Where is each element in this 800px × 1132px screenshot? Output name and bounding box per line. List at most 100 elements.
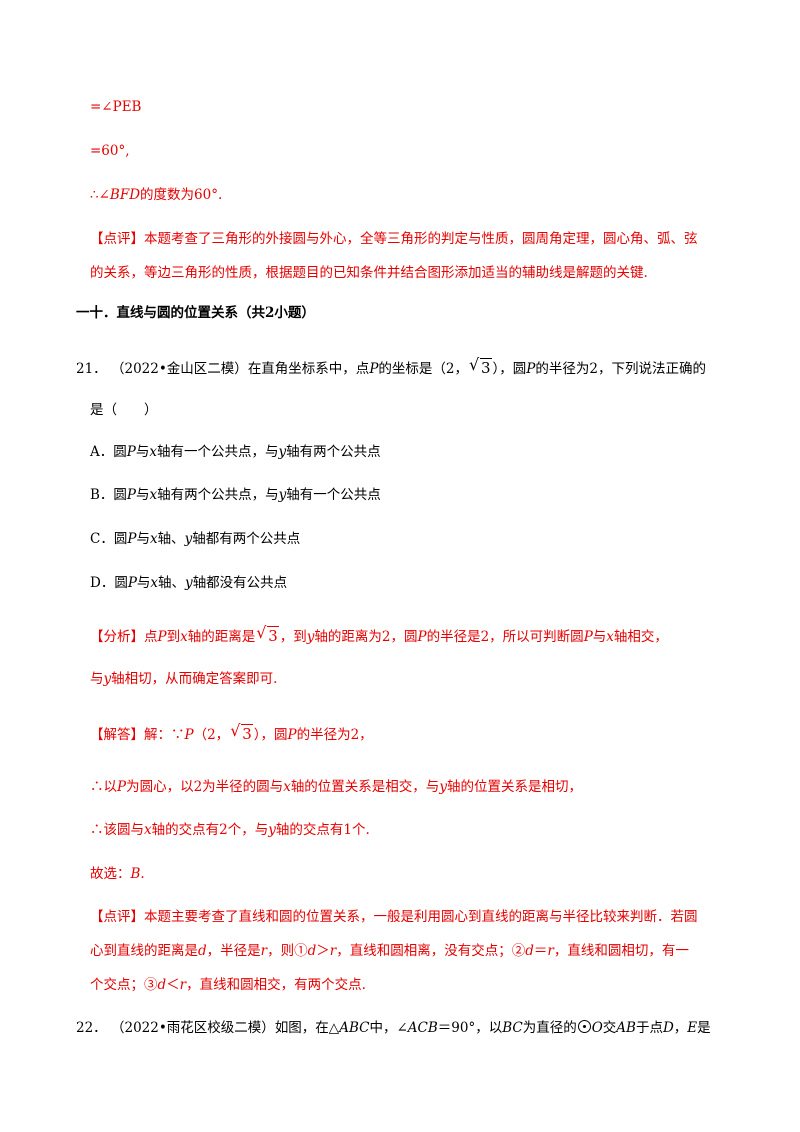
comment-line-1: 【点评】本题考查了三角形的外接圆与外心，全等三角形的判定与性质，圆周角定理，圆心… xyxy=(90,229,698,249)
option-text: 与 xyxy=(135,444,150,460)
proof-line-2-text: =60°, xyxy=(90,143,130,159)
var-p: P xyxy=(157,629,167,645)
sqrt-arg: 3 xyxy=(241,724,253,743)
var-acb: ACB xyxy=(407,1020,438,1036)
stem-text: 如图，在△ xyxy=(274,1020,340,1036)
var-x: x xyxy=(144,822,152,838)
comment-text: ＜ xyxy=(166,977,180,993)
option-d[interactable]: D．圆P与x轴、y轴都没有公共点 xyxy=(90,573,287,593)
var-y: y xyxy=(268,822,276,838)
comment-text: ＝ xyxy=(533,943,548,959)
option-b[interactable]: B．圆P与x轴有两个公共点，与y轴有一个公共点 xyxy=(90,485,381,505)
stem-text: 于点 xyxy=(635,1020,663,1036)
solution-text: . xyxy=(140,866,145,882)
option-text: 与 xyxy=(136,575,151,591)
circled-number-1: ① xyxy=(294,943,308,959)
solution-text: 的半径为2， xyxy=(296,727,373,743)
stem-text: ， xyxy=(673,1020,688,1036)
solution-text: 轴的交点有1个. xyxy=(275,822,370,838)
var-p: P xyxy=(526,361,536,377)
comment-line-2: 的关系，等边三角形的性质，根据题目的已知条件并结合图形添加适当的辅助线是解题的关… xyxy=(90,263,648,283)
option-text: 轴、 xyxy=(157,531,185,547)
solution-text: ∴该圆与 xyxy=(90,822,144,838)
q21-stem-line-2: 是（ ） xyxy=(90,400,158,420)
var-p: P xyxy=(417,629,427,645)
analysis-text: 与 xyxy=(592,629,607,645)
option-text: 轴都有两个公共点 xyxy=(192,531,301,547)
var-y: y xyxy=(103,671,112,687)
therefore-text: ∴∠ xyxy=(90,187,110,203)
analysis-text: 轴相交， xyxy=(613,629,668,645)
option-text: 轴有两个公共点 xyxy=(286,444,381,460)
var-p: P xyxy=(126,487,137,503)
option-label: A．圆 xyxy=(90,444,127,460)
answer-blank: 是（ ） xyxy=(90,402,158,418)
analysis-text: 轴的距离是 xyxy=(187,629,256,645)
option-c[interactable]: C．圆P与x轴、y轴都有两个公共点 xyxy=(90,529,300,549)
comment-text: ，直线和圆相离，没有交点； xyxy=(336,943,512,959)
analysis-text: 与 xyxy=(90,671,104,687)
var-y: y xyxy=(185,575,193,591)
option-text: 轴有一个公共点，与 xyxy=(156,444,279,460)
analysis-line-1: 【分析】点P到x轴的距离是√3，到y轴的距离为2，圆P的半径是2，所以可判断圆P… xyxy=(90,623,668,647)
solution-text: ∴以 xyxy=(90,779,117,795)
var-p: P xyxy=(184,727,194,743)
circle-dot-icon xyxy=(577,1020,591,1033)
sqrt-symbol: √3 xyxy=(230,721,253,743)
solution-line-2: ∴以P为圆心，以2为半径的圆与x轴的位置关系是相交，与y轴的位置关系是相切， xyxy=(90,777,582,797)
var-y: y xyxy=(278,487,287,503)
var-e: E xyxy=(687,1020,698,1036)
solution-text: 为圆心，以2为半径的圆与 xyxy=(126,779,284,795)
question-number: 21． xyxy=(76,361,107,377)
analysis-tag: 【分析】 xyxy=(90,629,144,645)
var-p: P xyxy=(117,779,127,795)
var-d: d xyxy=(198,943,207,959)
q21-comment-line-1: 【点评】本题主要考查了直线和圆的位置关系，一般是利用圆心到直线的距离与半径比较来… xyxy=(90,907,698,927)
question-number: 22． xyxy=(76,1020,107,1036)
analysis-line-2: 与y轴相切，从而确定答案即可. xyxy=(90,669,277,689)
option-label: D．圆 xyxy=(90,575,128,591)
question-source: （2022•金山区二模） xyxy=(110,361,248,377)
comment-text-2: 的关系，等边三角形的性质，根据题目的已知条件并结合图形添加适当的辅助线是解题的关… xyxy=(90,265,648,281)
var-o: O xyxy=(591,1020,603,1036)
var-x: x xyxy=(149,444,157,460)
circled-number-2: ② xyxy=(511,943,526,959)
q21-comment-line-3: 个交点；③d＜r，直线和圆相交，有两个交点. xyxy=(90,975,366,995)
var-p: P xyxy=(287,727,297,743)
proof-conclusion: ∴∠BFD的度数为60°. xyxy=(90,185,222,205)
var-r: r xyxy=(547,943,554,959)
comment-text: 个交点； xyxy=(90,977,144,993)
comment-tag: 【点评】 xyxy=(90,909,144,925)
option-a[interactable]: A．圆P与x轴有一个公共点，与y轴有两个公共点 xyxy=(90,442,381,462)
circled-number-3: ③ xyxy=(144,977,158,993)
analysis-text: 点 xyxy=(144,629,158,645)
comment-tag: 【点评】 xyxy=(90,231,144,247)
sqrt-symbol: √3 xyxy=(469,355,492,377)
var-d: d xyxy=(525,943,534,959)
solution-text: （2， xyxy=(193,727,230,743)
angle-var: BFD xyxy=(109,187,141,203)
comment-text: 心到直线的距离是 xyxy=(90,943,198,959)
var-d: d xyxy=(157,977,167,993)
analysis-text: ，到 xyxy=(279,629,307,645)
var-d: d xyxy=(307,943,317,959)
proof-line-1: =∠PEB xyxy=(90,97,141,117)
var-x: x xyxy=(149,487,158,503)
proof-line-1-text: =∠PEB xyxy=(90,99,142,115)
solution-text: 轴的位置关系是相切， xyxy=(446,779,582,795)
comment-text: ＞ xyxy=(316,943,330,959)
stem-text: ），圆 xyxy=(492,361,527,377)
var-p: P xyxy=(126,444,136,460)
stem-text: ＝90°，以 xyxy=(437,1020,503,1036)
q21-stem-line-1: 21． （2022•金山区二模）在直角坐标系中，点P的坐标是（2，√3），圆P的… xyxy=(76,355,706,379)
var-x: x xyxy=(283,779,291,795)
var-d-point: D xyxy=(662,1020,674,1036)
solution-text: 解：∵ xyxy=(144,727,185,743)
solution-line-3: ∴该圆与x轴的交点有2个，与y轴的交点有1个. xyxy=(90,820,370,840)
solution-line-1: 【解答】解：∵P（2，√3），圆P的半径为2， xyxy=(90,721,373,745)
option-text: 与 xyxy=(136,487,150,503)
stem-text: 在直角坐标系中，点 xyxy=(247,361,370,377)
option-text: 轴有两个公共点，与 xyxy=(157,487,279,503)
solution-text: 轴的交点有2个，与 xyxy=(151,822,269,838)
stem-text: 为直径的 xyxy=(522,1020,577,1036)
